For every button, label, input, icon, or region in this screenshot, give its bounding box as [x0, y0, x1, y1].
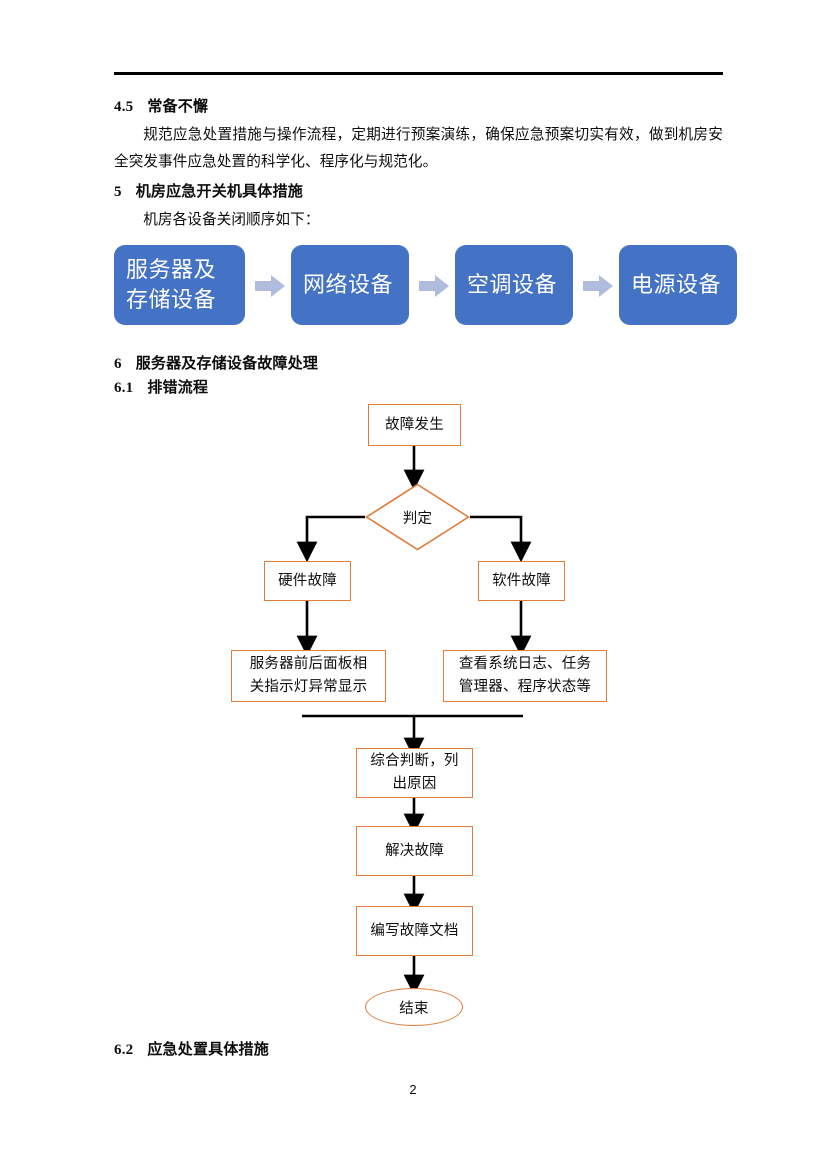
flow-node-end[interactable]: 结束: [365, 988, 463, 1026]
flow-node-document-label: 编写故障文档: [370, 922, 459, 939]
heading-4-5-number: 4.5: [114, 99, 134, 115]
sequence-step-2[interactable]: 网络设备: [291, 245, 409, 325]
heading-6-1: 6.1 排错流程: [114, 376, 208, 397]
heading-6-title: 服务器及存储设备故障处理: [135, 355, 319, 372]
flow-node-start[interactable]: 故障发生: [368, 404, 461, 446]
flow-node-software-fault[interactable]: 软件故障: [478, 561, 565, 601]
flow-node-resolve[interactable]: 解决故障: [356, 826, 473, 876]
header-rule: [114, 72, 723, 75]
flow-node-analyze[interactable]: 综合判断，列 出原因: [356, 748, 473, 798]
heading-6-number: 6: [114, 356, 122, 372]
flow-node-software-fault-label: 软件故障: [492, 572, 551, 589]
flow-node-document[interactable]: 编写故障文档: [356, 906, 473, 956]
heading-6-2-number: 6.2: [114, 1042, 134, 1058]
sequence-step-1[interactable]: 服务器及 存储设备: [114, 245, 245, 325]
flow-node-hardware-fault-label: 硬件故障: [278, 572, 337, 589]
flow-node-software-detail[interactable]: 查看系统日志、任务 管理器、程序状态等: [443, 650, 607, 702]
flow-node-decision[interactable]: 判定: [365, 483, 470, 551]
flow-node-decision-label: 判定: [402, 510, 433, 527]
sequence-step-3[interactable]: 空调设备: [455, 245, 573, 325]
sequence-step-4[interactable]: 电源设备: [619, 245, 737, 325]
heading-4-5: 4.5 常备不懈: [114, 95, 208, 116]
flow-node-hardware-detail-line2: 关指示灯异常显示: [249, 679, 368, 695]
heading-5: 5 机房应急开关机具体措施: [114, 180, 303, 201]
heading-4-5-title: 常备不懈: [147, 98, 209, 115]
flow-node-resolve-label: 解决故障: [385, 842, 444, 859]
heading-6-2-title: 应急处置具体措施: [147, 1041, 269, 1058]
paragraph-4-5-body: 规范应急处置措施与操作流程，定期进行预案演练，确保应急预案切实有效，做到机房安全…: [114, 127, 723, 170]
page-number: 2: [409, 1082, 417, 1097]
heading-5-number: 5: [114, 184, 122, 200]
heading-6-2: 6.2 应急处置具体措施: [114, 1038, 269, 1059]
flow-node-software-detail-line1: 查看系统日志、任务: [458, 656, 592, 672]
flow-node-hardware-detail[interactable]: 服务器前后面板相 关指示灯异常显示: [231, 650, 386, 702]
shutdown-sequence-diagram: 服务器及 存储设备 网络设备 空调设备 电源设备: [114, 245, 737, 337]
sequence-step-4-label: 电源设备: [631, 272, 722, 297]
heading-5-title: 机房应急开关机具体措施: [135, 183, 303, 200]
sequence-step-3-label: 空调设备: [467, 272, 558, 297]
heading-6-1-number: 6.1: [114, 380, 134, 396]
sequence-step-1-label: 服务器及 存储设备: [126, 257, 217, 312]
flow-node-analyze-line1: 综合判断，列: [370, 753, 459, 769]
flow-node-software-detail-line2: 管理器、程序状态等: [458, 679, 592, 695]
flow-node-end-label: 结束: [399, 1000, 429, 1017]
sequence-arrow-3-icon: [583, 275, 613, 297]
flow-node-start-label: 故障发生: [385, 416, 444, 433]
paragraph-5-body: 机房各设备关闭顺序如下：: [143, 212, 320, 228]
flow-node-hardware-fault[interactable]: 硬件故障: [264, 561, 351, 601]
sequence-arrow-1-icon: [255, 275, 285, 297]
flow-node-analyze-line2: 出原因: [392, 776, 437, 792]
flow-node-hardware-detail-line1: 服务器前后面板相: [249, 656, 368, 672]
sequence-arrow-2-icon: [419, 275, 449, 297]
sequence-step-2-label: 网络设备: [303, 272, 394, 297]
heading-6: 6 服务器及存储设备故障处理: [114, 352, 318, 373]
heading-6-1-title: 排错流程: [147, 379, 209, 396]
